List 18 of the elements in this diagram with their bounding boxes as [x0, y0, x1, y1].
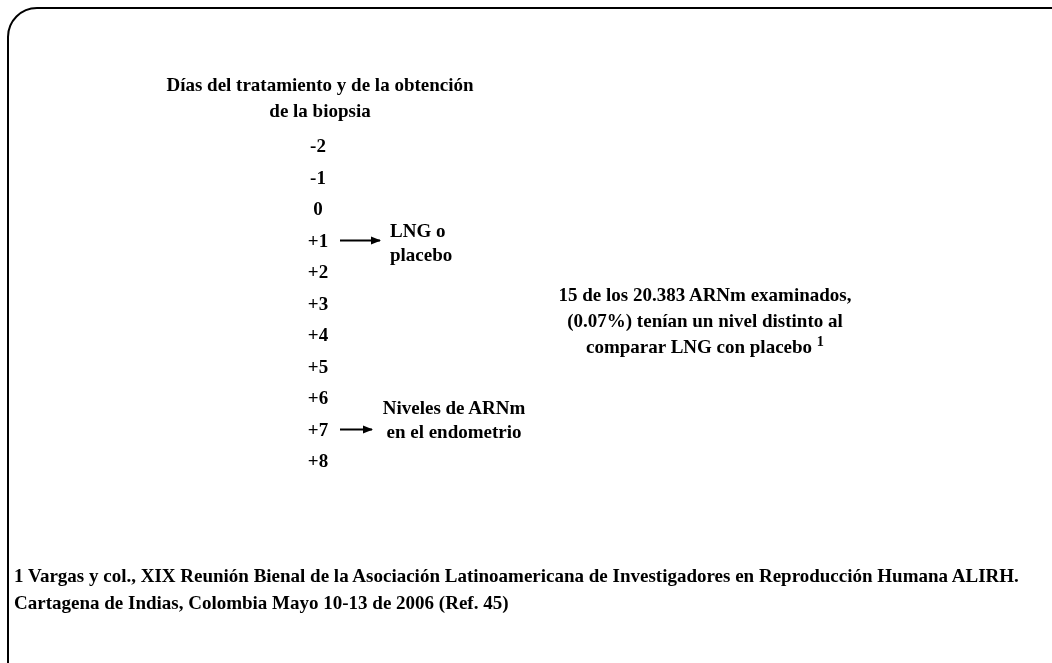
event-text: Niveles de ARNm en el endometrio — [374, 395, 534, 444]
day-number: -1 — [309, 165, 327, 190]
event-text: LNG o placebo — [382, 218, 482, 267]
column-heading: Días del tratamiento y de la obtención de la biopsia — [165, 73, 475, 123]
reference-footnote: 1 Vargas y col., XIX Reunión Bienal de la Asociación Latinoamericana de Investigadores en Reproducción Humana ALIRH. Cartagena de Indias, Colombia Mayo 10-13 de 2006 (Ref. 45) — [14, 564, 1020, 615]
day-number: +7 — [298, 417, 338, 442]
day-number: 0 — [312, 197, 324, 221]
day-number: +3 — [306, 291, 330, 316]
day-number: +8 — [306, 449, 330, 473]
day-number: +6 — [306, 386, 330, 410]
result-note: 15 de los 20.383 ARNm examinados, (0.07%) tenían un nivel distinto al comparar LNG con placebo $^{1}$ — [557, 283, 853, 359]
day-number: +2 — [306, 260, 330, 284]
day-number: +5 — [306, 354, 330, 379]
day-number: +1 — [298, 228, 338, 253]
arrow — [339, 425, 373, 434]
arrow — [339, 236, 381, 245]
day-number: -2 — [309, 134, 327, 158]
day-number: +4 — [306, 323, 330, 347]
